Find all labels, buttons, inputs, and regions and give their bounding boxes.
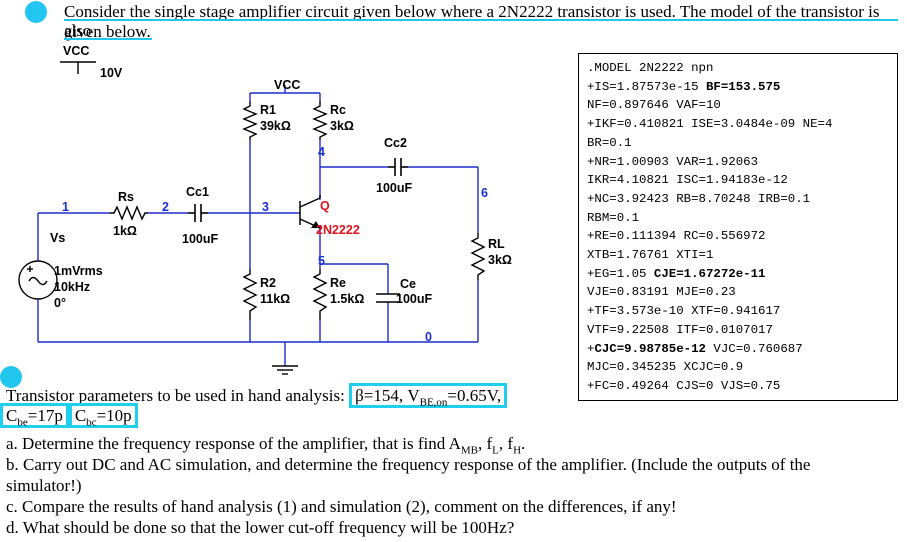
- cc1-name-label: Cc1: [186, 185, 209, 199]
- model-line: MJC=0.345235 XCJC=0.9: [587, 360, 744, 375]
- model-line: +IKF=0.410821 ISE=3.0484e-09 NE=4: [587, 117, 833, 132]
- rl-zigzag: [470, 233, 486, 280]
- rs-name-label: Rs: [118, 190, 134, 204]
- cc2-name-label: Cc2: [384, 136, 407, 150]
- capacitors: [188, 158, 408, 303]
- vs-phase-label: 0°: [54, 296, 66, 310]
- node-label-4: 4: [318, 145, 325, 159]
- bullet-marker-top: [25, 1, 47, 23]
- node-label-1: 1: [62, 200, 69, 214]
- node-label-6: 6: [481, 186, 488, 200]
- question-b-continued: simulator!): [6, 476, 82, 495]
- model-line: +TF=3.573e-10 XTF=0.941617: [587, 304, 781, 319]
- title-underline: [64, 19, 898, 40]
- ce-name-label: Ce: [400, 277, 416, 291]
- circuit-wires: [37, 85, 479, 366]
- param-cbe-box: Cbe=17p: [0, 403, 69, 428]
- node-label-2: 2: [162, 200, 169, 214]
- vcc-source-symbol: [60, 61, 96, 74]
- params-beta-vbe-box: β=154, VBE,on=0.65V,: [349, 383, 508, 408]
- bullet-marker-bottom: [0, 366, 22, 388]
- model-line: .MODEL 2N2222 npn: [587, 61, 714, 75]
- params-prefix: Transistor parameters to be used in hand…: [6, 386, 350, 405]
- ac-source-symbol: [18, 260, 58, 300]
- r2-name-label: R2: [260, 276, 276, 290]
- question-b: b. Carry out DC and AC simulation, and d…: [6, 455, 811, 474]
- transistor-name-label: Q: [320, 199, 330, 213]
- rc-zigzag: [312, 101, 328, 140]
- vcc-top-label: VCC: [274, 78, 301, 92]
- hand-analysis-params: Transistor parameters to be used in hand…: [6, 383, 508, 412]
- transistor-part-label: 2N2222: [316, 223, 360, 237]
- model-line: MJS=0.5: [579, 396, 897, 400]
- rl-value-label: 3kΩ: [488, 253, 512, 267]
- model-line: VTF=9.22508 ITF=0.0107017: [587, 322, 773, 337]
- problem-title-line2: given below.: [64, 22, 151, 41]
- circuit-schematic: [18, 61, 486, 375]
- vs-frequency-label: 10kHz: [54, 280, 91, 294]
- ce-value-label: 100uF: [396, 292, 433, 306]
- rc-name-label: Rc: [330, 103, 346, 117]
- model-line: VJE=0.83191 MJE=0.23: [587, 285, 736, 300]
- model-line: +RE=0.111394 RC=0.556972: [587, 229, 766, 244]
- re-value-label: 1.5kΩ: [330, 292, 365, 306]
- cc1-value-label: 100uF: [182, 232, 219, 246]
- node-label-0: 0: [425, 330, 432, 344]
- question-a: a. Determine the frequency response of t…: [6, 434, 526, 457]
- r2-value-label: 11kΩ: [260, 292, 291, 306]
- spice-model-box: .MODEL 2N2222 npn +IS=1.87573e-15 BF=153.…: [578, 53, 898, 401]
- resistors: [110, 101, 486, 320]
- question-c: c. Compare the results of hand analysis …: [6, 497, 677, 516]
- model-line: IKR=4.10821 ISC=1.94183e-12: [587, 173, 788, 188]
- model-line: RBM=0.1: [587, 210, 640, 225]
- model-line: +FC=0.49264 CJS=0 VJS=0.75: [587, 378, 781, 393]
- vs-amplitude-label: 1mVrms: [54, 264, 103, 278]
- model-line: BR=0.1: [587, 135, 632, 150]
- rs-zigzag: [110, 205, 148, 221]
- vs-name-label: Vs: [50, 231, 66, 245]
- cc2-value-label: 100uF: [376, 181, 413, 195]
- r1-value-label: 39kΩ: [260, 119, 291, 133]
- re-zigzag: [312, 269, 328, 320]
- param-cbc-box: Cbc=10p: [68, 403, 138, 428]
- model-line: +CJC=9.98785e-12 VJC=0.760687: [587, 341, 803, 356]
- problem-title-line1: Consider the single stage amplifier circ…: [64, 2, 880, 40]
- rc-value-label: 3kΩ: [330, 119, 354, 133]
- model-line: +NC=3.92423 RB=8.70248 IRB=0.1: [587, 191, 811, 206]
- ground-symbol: [272, 365, 298, 375]
- question-d: d. What should be done so that the lower…: [6, 518, 515, 537]
- re-name-label: Re: [330, 276, 346, 290]
- node-label-5: 5: [318, 254, 325, 268]
- node-label-3: 3: [262, 200, 269, 214]
- r2-zigzag: [242, 269, 258, 320]
- vcc-left-label: VCC: [63, 44, 90, 58]
- model-line: XTB=1.76761 XTI=1: [587, 248, 714, 263]
- model-line: +IS=1.87573e-15 BF=153.575: [587, 79, 781, 94]
- vcc-value-label: 10V: [100, 66, 123, 80]
- r1-name-label: R1: [260, 103, 276, 117]
- transistor-emitter-arrow: [311, 221, 320, 228]
- model-line: NF=0.897646 VAF=10: [587, 98, 721, 113]
- rl-name-label: RL: [488, 237, 505, 251]
- model-line: +EG=1.05 CJE=1.67272e-11: [587, 266, 766, 281]
- rs-value-label: 1kΩ: [113, 224, 137, 238]
- r1-zigzag: [242, 101, 258, 140]
- model-line: +NR=1.00903 VAR=1.92063: [587, 154, 759, 169]
